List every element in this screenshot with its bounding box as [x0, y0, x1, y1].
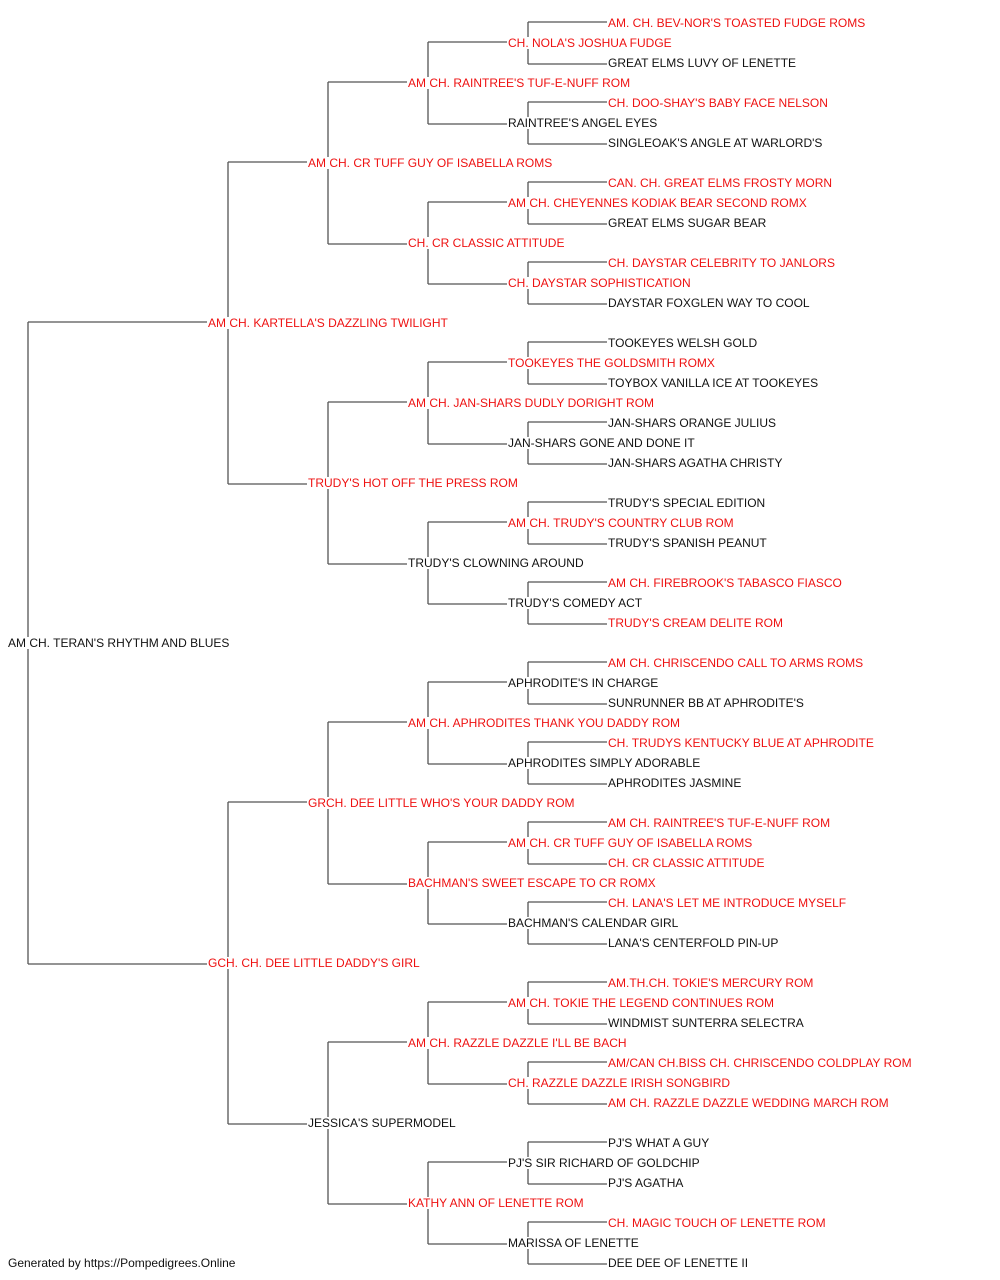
ancestor-name-gen4[interactable]: AM CH. CR TUFF GUY OF ISABELLA ROMS [508, 836, 753, 850]
ancestor-name-gen5[interactable]: PJ'S AGATHA [608, 1176, 684, 1190]
ancestor-name-gen5[interactable]: CH. DAYSTAR CELEBRITY TO JANLORS [608, 256, 835, 270]
ancestor-name-gen3[interactable]: TRUDY'S CLOWNING AROUND [408, 556, 584, 570]
ancestor-name-gen5[interactable]: DAYSTAR FOXGLEN WAY TO COOL [608, 296, 810, 310]
ancestor-name-gen5[interactable]: CH. CR CLASSIC ATTITUDE [608, 856, 765, 870]
ancestor-name-gen5[interactable]: CH. DOO-SHAY'S BABY FACE NELSON [608, 96, 828, 110]
ancestor-name-gen3[interactable]: AM CH. APHRODITES THANK YOU DADDY ROM [408, 716, 681, 730]
ancestor-name-gen3[interactable]: KATHY ANN OF LENETTE ROM [408, 1196, 584, 1210]
ancestor-name-gen2[interactable]: JESSICA'S SUPERMODEL [308, 1116, 456, 1130]
ancestor-name-gen1[interactable]: GCH. CH. DEE LITTLE DADDY'S GIRL [208, 956, 420, 970]
ancestor-name-gen4[interactable]: CH. DAYSTAR SOPHISTICATION [508, 276, 691, 290]
ancestor-name-gen5[interactable]: AM CH. CHRISCENDO CALL TO ARMS ROMS [608, 656, 864, 670]
ancestor-name-gen4[interactable]: TOOKEYES THE GOLDSMITH ROMX [508, 356, 715, 370]
ancestor-name-gen5[interactable]: TOYBOX VANILLA ICE AT TOOKEYES [608, 376, 819, 390]
ancestor-name-gen5[interactable]: GREAT ELMS LUVY OF LENETTE [608, 56, 797, 70]
ancestor-name-gen4[interactable]: CH. RAZZLE DAZZLE IRISH SONGBIRD [508, 1076, 731, 1090]
ancestor-name-gen5[interactable]: AM/CAN CH.BISS CH. CHRISCENDO COLDPLAY R… [608, 1056, 912, 1070]
ancestor-name-gen5[interactable]: SUNRUNNER BB AT APHRODITE'S [608, 696, 804, 710]
ancestor-name-gen5[interactable]: TOOKEYES WELSH GOLD [608, 336, 758, 350]
ancestor-name-gen3[interactable]: CH. CR CLASSIC ATTITUDE [408, 236, 565, 250]
ancestor-name-gen2[interactable]: AM CH. CR TUFF GUY OF ISABELLA ROMS [308, 156, 553, 170]
ancestor-name-gen3[interactable]: AM CH. JAN-SHARS DUDLY DORIGHT ROM [408, 396, 655, 410]
ancestor-name-gen4[interactable]: MARISSA OF LENETTE [508, 1236, 639, 1250]
ancestor-name-gen5[interactable]: PJ'S WHAT A GUY [608, 1136, 710, 1150]
ancestor-name-gen4[interactable]: BACHMAN'S CALENDAR GIRL [508, 916, 679, 930]
ancestor-name-gen5[interactable]: AM CH. FIREBROOK'S TABASCO FIASCO [608, 576, 842, 590]
ancestor-name-gen4[interactable]: APHRODITES SIMPLY ADORABLE [508, 756, 701, 770]
pedigree-subject-name[interactable]: AM CH. TERAN'S RHYTHM AND BLUES [8, 636, 230, 650]
ancestor-name-gen5[interactable]: LANA'S CENTERFOLD PIN-UP [608, 936, 779, 950]
ancestor-name-gen5[interactable]: AM.TH.CH. TOKIE'S MERCURY ROM [608, 976, 814, 990]
ancestor-name-gen4[interactable]: APHRODITE'S IN CHARGE [508, 676, 659, 690]
ancestor-name-gen2[interactable]: GRCH. DEE LITTLE WHO'S YOUR DADDY ROM [308, 796, 575, 810]
ancestor-name-gen5[interactable]: CAN. CH. GREAT ELMS FROSTY MORN [608, 176, 833, 190]
ancestor-name-gen5[interactable]: AM. CH. BEV-NOR'S TOASTED FUDGE ROMS [608, 16, 866, 30]
ancestor-name-gen5[interactable]: WINDMIST SUNTERRA SELECTRA [608, 1016, 804, 1030]
ancestor-name-gen2[interactable]: TRUDY'S HOT OFF THE PRESS ROM [308, 476, 518, 490]
ancestor-name-gen4[interactable]: RAINTREE'S ANGEL EYES [508, 116, 658, 130]
ancestor-name-gen5[interactable]: TRUDY'S CREAM DELITE ROM [608, 616, 783, 630]
ancestor-name-gen4[interactable]: PJ'S SIR RICHARD OF GOLDCHIP [508, 1156, 700, 1170]
ancestor-name-gen5[interactable]: CH. MAGIC TOUCH OF LENETTE ROM [608, 1216, 826, 1230]
ancestor-name-gen5[interactable]: DEE DEE OF LENETTE II [608, 1256, 749, 1270]
ancestor-name-gen4[interactable]: AM CH. CHEYENNES KODIAK BEAR SECOND ROMX [508, 196, 807, 210]
ancestor-name-gen3[interactable]: BACHMAN'S SWEET ESCAPE TO CR ROMX [408, 876, 656, 890]
ancestor-name-gen4[interactable]: CH. NOLA'S JOSHUA FUDGE [508, 36, 672, 50]
ancestor-name-gen1[interactable]: AM CH. KARTELLA'S DAZZLING TWILIGHT [208, 316, 448, 330]
ancestor-name-gen5[interactable]: APHRODITES JASMINE [608, 776, 742, 790]
ancestor-name-gen4[interactable]: AM CH. TOKIE THE LEGEND CONTINUES ROM [508, 996, 775, 1010]
ancestor-name-gen5[interactable]: AM CH. RAZZLE DAZZLE WEDDING MARCH ROM [608, 1096, 889, 1110]
footer-credit: Generated by https://Pompedigrees.Online [8, 1256, 236, 1270]
ancestor-name-gen5[interactable]: TRUDY'S SPANISH PEANUT [608, 536, 767, 550]
ancestor-name-gen5[interactable]: AM CH. RAINTREE'S TUF-E-NUFF ROM [608, 816, 831, 830]
ancestor-name-gen4[interactable]: JAN-SHARS GONE AND DONE IT [508, 436, 695, 450]
ancestor-name-gen5[interactable]: JAN-SHARS AGATHA CHRISTY [608, 456, 783, 470]
ancestor-name-gen5[interactable]: SINGLEOAK'S ANGLE AT WARLORD'S [608, 136, 823, 150]
ancestor-name-gen4[interactable]: TRUDY'S COMEDY ACT [508, 596, 643, 610]
ancestor-name-gen4[interactable]: AM CH. TRUDY'S COUNTRY CLUB ROM [508, 516, 734, 530]
ancestor-name-gen5[interactable]: CH. TRUDYS KENTUCKY BLUE AT APHRODITE [608, 736, 874, 750]
ancestor-name-gen3[interactable]: AM CH. RAZZLE DAZZLE I'LL BE BACH [408, 1036, 627, 1050]
ancestor-name-gen5[interactable]: TRUDY'S SPECIAL EDITION [608, 496, 766, 510]
ancestor-name-gen3[interactable]: AM CH. RAINTREE'S TUF-E-NUFF ROM [408, 76, 631, 90]
ancestor-name-gen5[interactable]: JAN-SHARS ORANGE JULIUS [608, 416, 777, 430]
ancestor-name-gen5[interactable]: CH. LANA'S LET ME INTRODUCE MYSELF [608, 896, 847, 910]
ancestor-name-gen5[interactable]: GREAT ELMS SUGAR BEAR [608, 216, 767, 230]
